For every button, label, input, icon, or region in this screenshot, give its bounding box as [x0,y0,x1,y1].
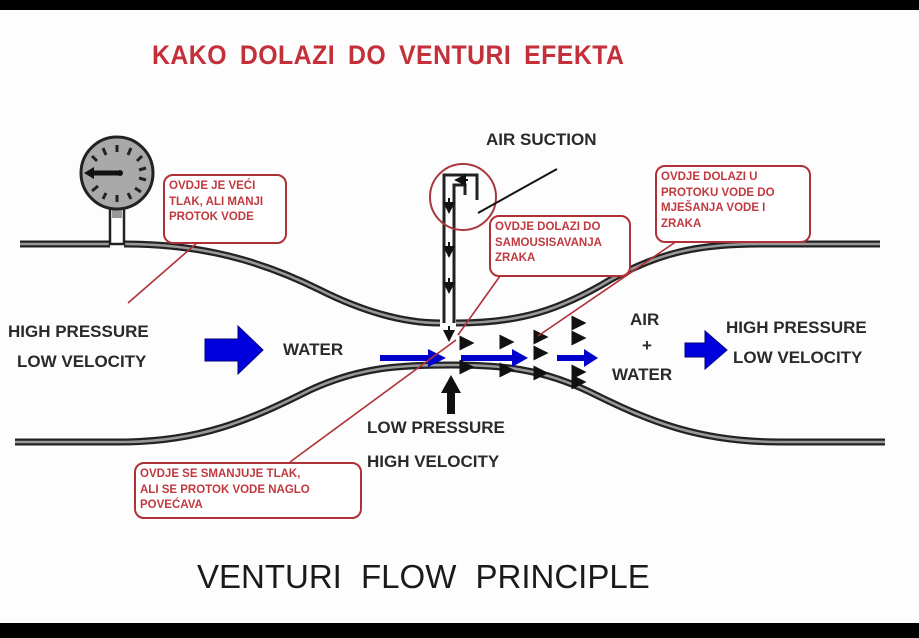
air-suction-label: AIR SUCTION [486,130,597,149]
callout-line: ALI SE PROTOK VODE NAGLO [140,483,310,496]
water-label: WATER [283,340,344,359]
mixing-flow-arrows [459,315,587,390]
pressure-gauge-icon [79,135,155,246]
callout-suction: OVDJE DOLAZI DO SAMOUSISAVANJA ZRAKA [489,215,631,277]
outlet-label-pressure: HIGH PRESSURE [726,318,867,337]
callout-line: OVDJE JE VEĆI [169,180,256,192]
callout-line: PROTOK VODE [169,211,254,224]
callout-line: TLAK, ALI MANJI [169,195,264,208]
callout-line: SAMOUSISAVANJA [495,236,602,249]
venturi-drawing [15,135,885,463]
throat-label-pressure: LOW PRESSURE [367,418,505,437]
callout-line: ZRAKA [495,252,536,265]
callout-line: OVDJE DOLAZI U [661,171,758,183]
inlet-label-velocity: LOW VELOCITY [17,352,147,371]
mix-label-air: AIR [630,310,660,329]
mix-label-plus: + [642,336,652,355]
outlet-label-velocity: LOW VELOCITY [733,348,863,367]
outlet-flow-arrow [684,329,728,371]
callout-line: PROTOKU VODE DO [661,186,775,199]
callout-line: POVEĆAVA [140,499,203,512]
pipe-bottom-wall [15,361,885,446]
callout-inlet: OVDJE JE VEĆI TLAK, ALI MANJI PROTOK VOD… [163,174,287,244]
callout-line: OVDJE DOLAZI DO [495,221,601,233]
mix-label-water: WATER [612,365,673,384]
diagram-title: KAKO DOLAZI DO VENTURI EFEKTA [152,40,625,70]
callout-line: ZRAKA [661,217,702,230]
callout-pointers [127,229,694,463]
pipe-top-wall [20,240,880,327]
water-stream-arrows [380,349,598,367]
diagram-subtitle: VENTURI FLOW PRINCIPLE [197,558,650,595]
throat-label-velocity: HIGH VELOCITY [367,452,500,471]
callout-line: OVDJE SE SMANJUJE TLAK, [140,468,301,480]
air-suction-tube [429,163,558,342]
callout-throat: OVDJE SE SMANJUJE TLAK, ALI SE PROTOK VO… [134,462,362,519]
inlet-label-pressure: HIGH PRESSURE [8,322,149,341]
gauge-ticks [90,145,147,202]
inlet-flow-arrow [204,324,264,376]
air-suction-pointer [477,168,558,214]
callout-mixing: OVDJE DOLAZI U PROTOKU VODE DO MJEŠANJA … [655,165,811,243]
diagram-canvas: KAKO DOLAZI DO VENTURI EFEKTA [0,10,919,623]
callout-line: MJEŠANJA VODE I [661,202,766,215]
low-pressure-arrow [441,375,461,414]
suction-highlight-circle [429,163,497,231]
